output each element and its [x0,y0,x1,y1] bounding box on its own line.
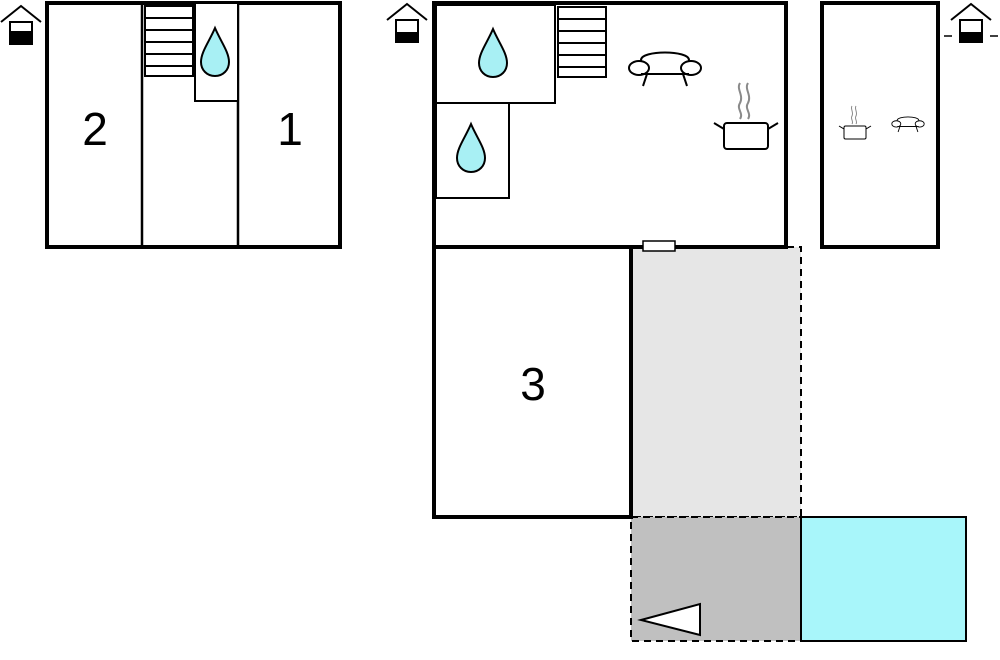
stairs-icon [557,6,607,78]
upper-floor-plan: 2 1 [0,1,342,249]
annex-plan [820,1,998,249]
pool [800,516,967,642]
bedroom-3 [432,245,633,519]
window [642,240,676,252]
stairs-icon [144,5,194,77]
ground-floor-plan: 3 [386,1,967,642]
terrace [630,246,802,518]
house-level-icon [386,3,428,43]
room-number-1: 1 [277,103,303,155]
house-level-icon [944,3,998,43]
house-level-icon [0,5,42,45]
triangle-pointer-icon [637,602,701,637]
room-number-3: 3 [520,358,546,410]
room-number-2: 2 [82,103,108,155]
